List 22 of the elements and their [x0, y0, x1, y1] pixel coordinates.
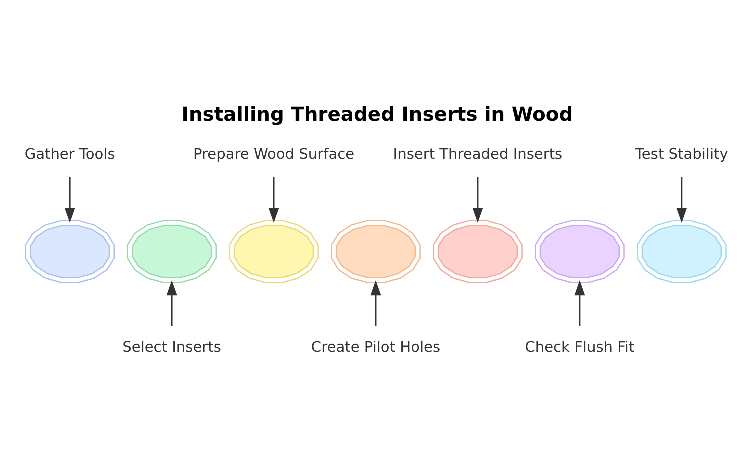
- node-gear: [229, 220, 319, 284]
- node-gear: [127, 220, 217, 284]
- arrow: [676, 177, 688, 224]
- node-text: Insert Threaded Inserts: [393, 146, 563, 164]
- node-gear: [535, 220, 625, 284]
- node-gear: [433, 220, 523, 284]
- node-gear: [25, 220, 115, 284]
- node-gear: [331, 220, 421, 284]
- node-text: Select Inserts: [122, 339, 222, 356]
- arrow: [574, 280, 586, 326]
- node-text: Check Flush Fit: [525, 339, 635, 356]
- arrow: [64, 177, 76, 224]
- arrow: [370, 280, 382, 326]
- node-text: Prepare Wood Surface: [193, 146, 355, 164]
- arrow: [166, 280, 178, 326]
- node-text: Create Pilot Holes: [311, 339, 441, 356]
- arrow: [472, 177, 484, 224]
- node-gear: [637, 220, 727, 284]
- node-text: Test Stability: [636, 146, 728, 164]
- diagram-title: Installing Threaded Inserts in Wood: [182, 103, 574, 126]
- arrow: [268, 177, 280, 224]
- node-text: Gather Tools: [24, 146, 116, 164]
